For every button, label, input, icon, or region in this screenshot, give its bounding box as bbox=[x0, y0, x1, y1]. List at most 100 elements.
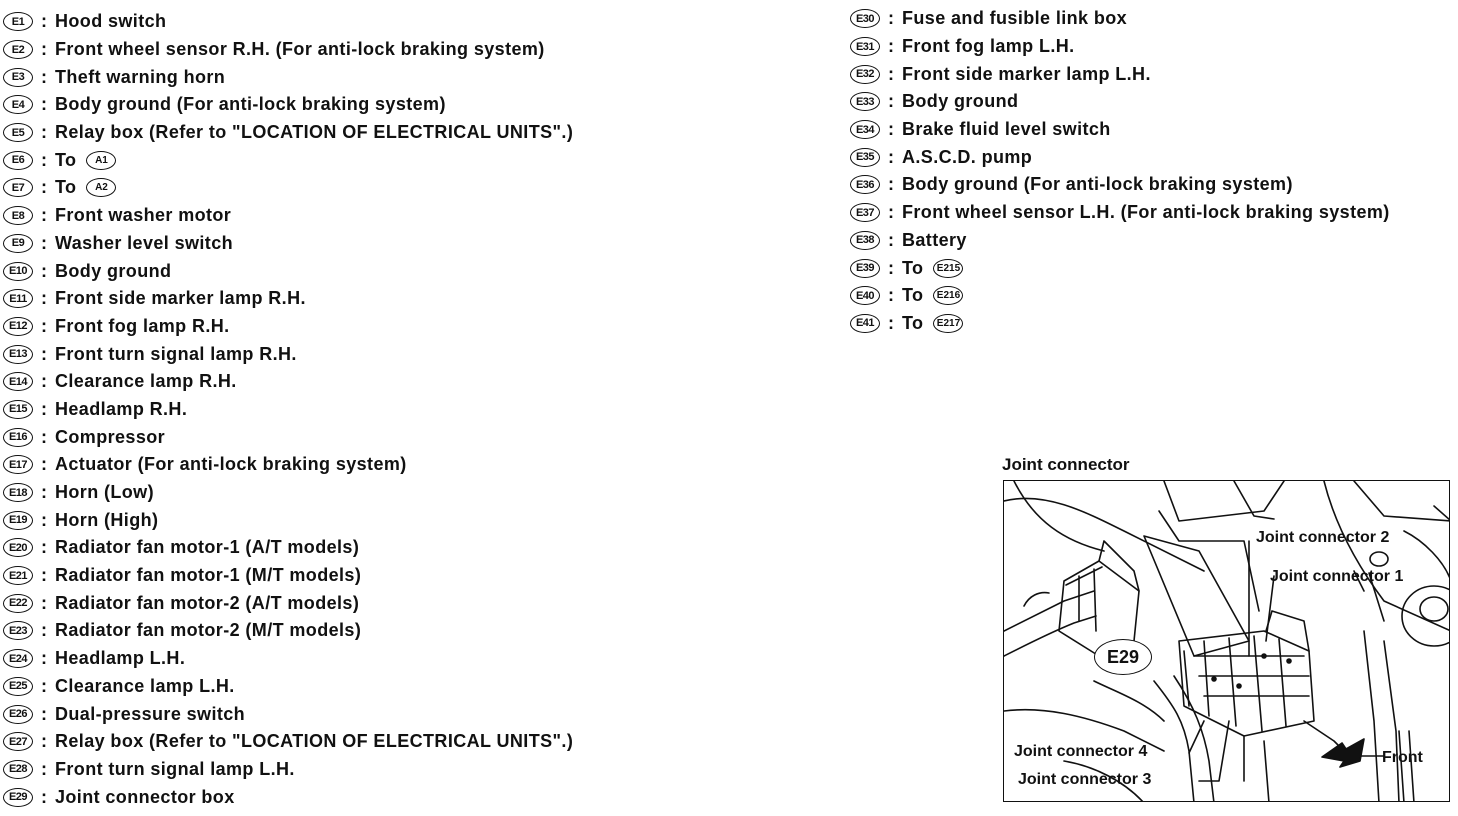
connector-description: Radiator fan motor-2 (A/T models) bbox=[55, 592, 360, 613]
connector-description: Front wheel sensor L.H. (For anti-lock b… bbox=[902, 202, 1390, 223]
connector-description: Radiator fan motor-1 (A/T models) bbox=[55, 537, 360, 558]
connector-description: Front wheel sensor R.H. (For anti-lock b… bbox=[55, 39, 545, 60]
connector-description: Actuator (For anti-lock braking system) bbox=[55, 454, 407, 475]
connector-id-badge: E26 bbox=[3, 704, 33, 724]
connector-id-badge: E14 bbox=[3, 372, 33, 392]
label-joint-connector-1: Joint connector 1 bbox=[1270, 568, 1404, 585]
connector-id-badge: E10 bbox=[3, 261, 33, 281]
separator: : bbox=[888, 146, 894, 167]
connector-id-badge: E23 bbox=[3, 621, 33, 641]
reference-connector-badge: E217 bbox=[933, 313, 964, 333]
list-item: E20:Radiator fan motor-1 (A/T models) bbox=[3, 534, 573, 562]
label-joint-connector-4: Joint connector 4 bbox=[1014, 743, 1148, 760]
connector-description: Dual-pressure switch bbox=[55, 703, 246, 724]
connector-description: Clearance lamp R.H. bbox=[55, 371, 237, 392]
connector-description: Compressor bbox=[55, 426, 166, 447]
separator: : bbox=[41, 454, 47, 475]
list-item: E21: Radiator fan motor-1 (M/T models) bbox=[3, 562, 573, 590]
list-item: E4:Body ground (For anti-lock braking sy… bbox=[3, 91, 573, 119]
connector-description: Front turn signal lamp R.H. bbox=[55, 343, 297, 364]
connector-id-badge: E38 bbox=[850, 230, 880, 250]
connector-description: Horn (Low) bbox=[55, 482, 154, 503]
list-item: E28:Front turn signal lamp L.H. bbox=[3, 756, 573, 784]
list-item: E14:Clearance lamp R.H. bbox=[3, 368, 573, 396]
separator: : bbox=[888, 285, 894, 306]
connector-description: Headlamp R.H. bbox=[55, 398, 188, 419]
connector-id-badge: E37 bbox=[850, 203, 880, 223]
connector-description: Body ground bbox=[902, 91, 1019, 112]
list-item: E10:Body ground bbox=[3, 257, 573, 285]
connector-id-badge: E2 bbox=[3, 40, 33, 60]
separator: : bbox=[41, 537, 47, 558]
connector-id-badge: E1 bbox=[3, 12, 33, 32]
connector-id-badge: E36 bbox=[850, 175, 880, 195]
connector-description: Relay box (Refer to "LOCATION OF ELECTRI… bbox=[55, 731, 574, 752]
connector-description: Relay box (Refer to "LOCATION OF ELECTRI… bbox=[55, 122, 574, 143]
connector-description: Radiator fan motor-1 (M/T models) bbox=[55, 565, 362, 586]
connector-id-badge: E28 bbox=[3, 759, 33, 779]
connector-description: To bbox=[902, 312, 924, 333]
list-item: E36:Body ground (For anti-lock braking s… bbox=[850, 171, 1390, 199]
label-joint-connector-2: Joint connector 2 bbox=[1256, 529, 1390, 546]
list-item: E22:Radiator fan motor-2 (A/T models) bbox=[3, 589, 573, 617]
separator: : bbox=[41, 565, 47, 586]
connector-id-badge: E17 bbox=[3, 455, 33, 475]
connector-id-badge: E9 bbox=[3, 233, 33, 253]
connector-description: To bbox=[902, 285, 924, 306]
connector-id-badge: E3 bbox=[3, 67, 33, 87]
separator: : bbox=[888, 229, 894, 250]
connector-id-badge: E33 bbox=[850, 92, 880, 112]
connector-id-badge: E5 bbox=[3, 123, 33, 143]
connector-id-badge: E11 bbox=[3, 289, 33, 309]
connector-description: Theft warning horn bbox=[55, 66, 226, 87]
connector-description: A.S.C.D. pump bbox=[902, 146, 1033, 167]
joint-connector-figure: E29 Joint connector 2 Joint connector 1 … bbox=[1003, 480, 1450, 802]
connector-description: Front turn signal lamp L.H. bbox=[55, 758, 295, 779]
connector-id-badge: E18 bbox=[3, 483, 33, 503]
list-item: E26:Dual-pressure switch bbox=[3, 700, 573, 728]
separator: : bbox=[41, 177, 47, 198]
connector-id-badge: E25 bbox=[3, 676, 33, 696]
list-item: E17: Actuator (For anti-lock braking syst… bbox=[3, 451, 573, 479]
connector-description: Front fog lamp R.H. bbox=[55, 315, 230, 336]
separator: : bbox=[41, 398, 47, 419]
separator: : bbox=[888, 312, 894, 333]
separator: : bbox=[41, 66, 47, 87]
separator: : bbox=[888, 8, 894, 29]
separator: : bbox=[888, 91, 894, 112]
reference-connector-badge: A2 bbox=[86, 178, 117, 198]
separator: : bbox=[41, 205, 47, 226]
connector-id-badge: E40 bbox=[850, 286, 880, 306]
connector-description: Front washer motor bbox=[55, 205, 232, 226]
list-item: E13:Front turn signal lamp R.H. bbox=[3, 340, 573, 368]
connector-id-badge: E29 bbox=[3, 787, 33, 807]
list-item: E15:Headlamp R.H. bbox=[3, 396, 573, 424]
separator: : bbox=[41, 11, 47, 32]
separator: : bbox=[888, 257, 894, 278]
connector-id-badge: E21 bbox=[3, 566, 33, 586]
list-item: E32:Front side marker lamp L.H. bbox=[850, 60, 1390, 88]
connector-description: To bbox=[902, 257, 924, 278]
label-joint-connector-3: Joint connector 3 bbox=[1018, 771, 1152, 788]
separator: : bbox=[41, 149, 47, 170]
connector-id-badge: E32 bbox=[850, 64, 880, 84]
separator: : bbox=[41, 482, 47, 503]
connector-description: Joint connector box bbox=[55, 786, 235, 807]
connector-description: Front side marker lamp R.H. bbox=[55, 288, 306, 309]
connector-description: Brake fluid level switch bbox=[902, 119, 1111, 140]
connector-description: Clearance lamp L.H. bbox=[55, 675, 235, 696]
connector-description: Body ground (For anti-lock braking syste… bbox=[55, 94, 446, 115]
list-item: E31:Front fog lamp L.H. bbox=[850, 33, 1390, 61]
list-item: E18: Horn (Low) bbox=[3, 479, 573, 507]
list-item: E25:Clearance lamp L.H. bbox=[3, 673, 573, 701]
separator: : bbox=[41, 232, 47, 253]
list-item: E27:Relay box (Refer to "LOCATION OF ELE… bbox=[3, 728, 573, 756]
connector-id-badge: E7 bbox=[3, 178, 33, 198]
list-item: E8:Front washer motor bbox=[3, 202, 573, 230]
separator: : bbox=[41, 122, 47, 143]
connector-description: Fuse and fusible link box bbox=[902, 8, 1128, 29]
